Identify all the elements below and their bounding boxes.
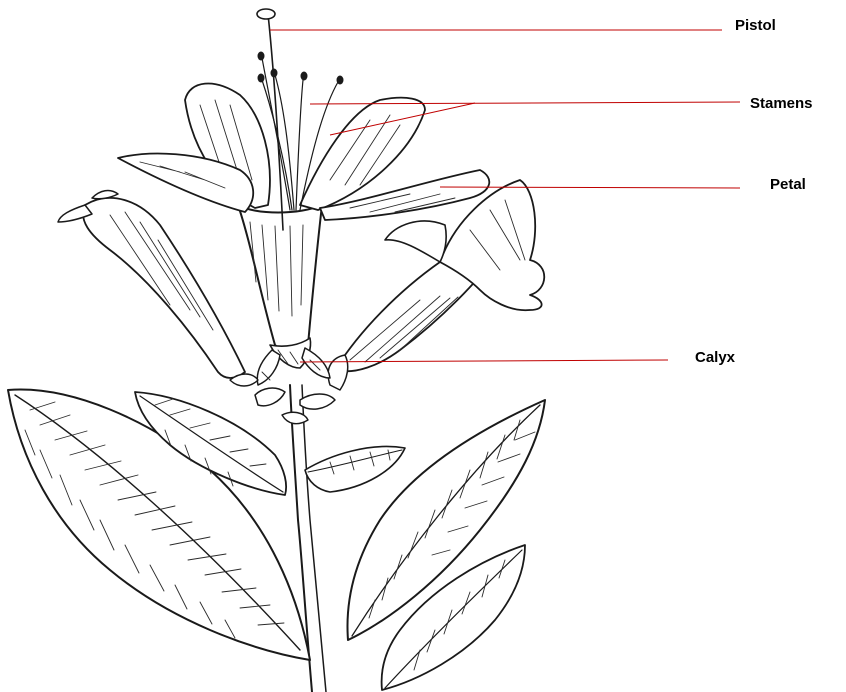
leaf-small-center — [305, 447, 405, 492]
labels: Pistol Stamens Petal Calyx — [695, 17, 813, 366]
stigma — [257, 9, 275, 19]
left-bud-flower — [58, 191, 245, 378]
label-calyx: Calyx — [695, 349, 736, 366]
plant-illustration — [8, 9, 545, 692]
label-petal: Petal — [770, 176, 806, 193]
calyx-cluster — [230, 338, 335, 424]
label-pistol: Pistol — [735, 17, 776, 34]
pistil — [268, 14, 283, 230]
label-stamens: Stamens — [750, 95, 813, 112]
